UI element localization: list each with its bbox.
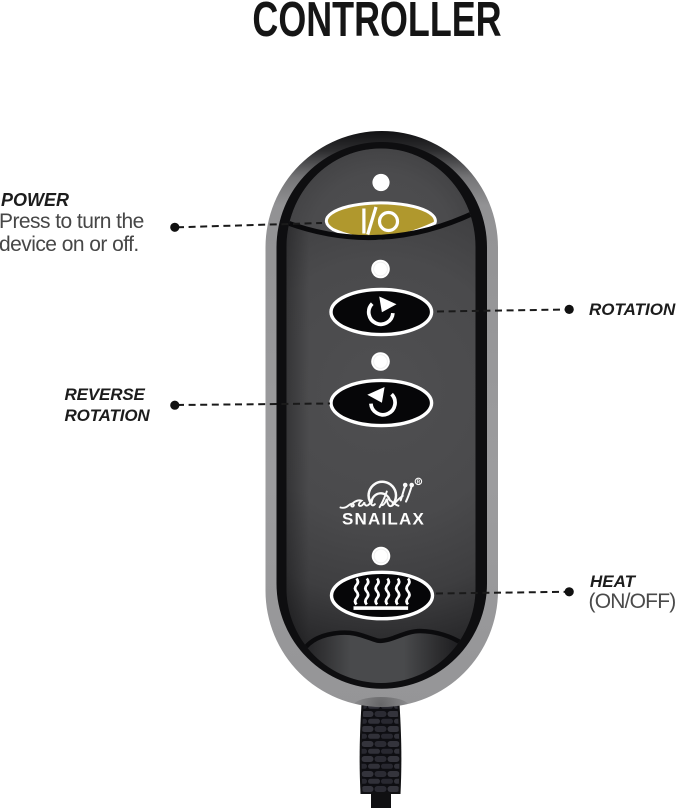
svg-text:SNAILAX: SNAILAX [342, 510, 425, 529]
svg-text:R: R [417, 480, 421, 486]
